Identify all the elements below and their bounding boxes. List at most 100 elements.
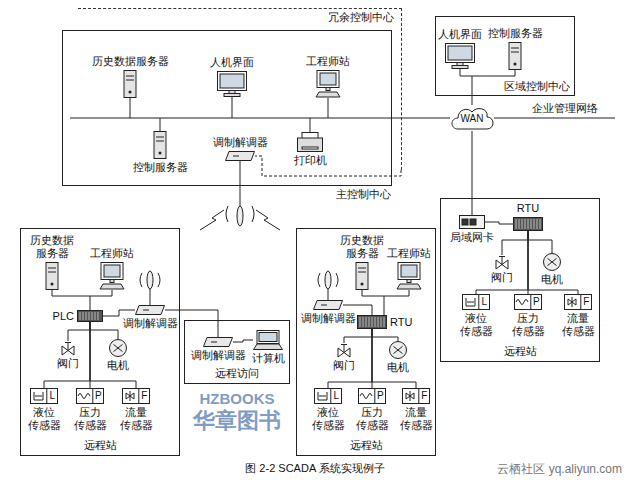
device-label: 电机 xyxy=(387,361,409,374)
connector xyxy=(392,118,450,119)
icon-part xyxy=(302,147,318,149)
icon-part xyxy=(298,138,323,152)
server-node: 历史数据 服务器 xyxy=(353,262,371,290)
icon-part xyxy=(110,340,127,357)
watermark: 云栖社区 yq.aliyun.com xyxy=(497,462,622,476)
device-label: 压力 传感器 xyxy=(510,312,545,338)
icon-part xyxy=(129,91,132,94)
icon-part xyxy=(361,283,364,286)
device-label: 调制解调器 xyxy=(123,317,178,330)
icon-part xyxy=(124,71,136,98)
connector xyxy=(328,329,372,388)
sensor-letter: F xyxy=(421,390,427,402)
icon-part xyxy=(110,280,114,283)
icon-part xyxy=(317,71,339,88)
icon-part xyxy=(390,342,407,359)
watermark: 华章图书 xyxy=(193,408,281,434)
icon-part xyxy=(257,331,279,344)
device-label: 阀门 xyxy=(57,357,79,370)
icon-part xyxy=(114,344,123,351)
icon-part xyxy=(446,44,475,63)
device-label: 流量 传感器 xyxy=(398,406,433,432)
region-box: 区域控制中心人机界面控制服务器 xyxy=(435,16,575,96)
icon-part xyxy=(565,295,592,310)
device-label: 电机 xyxy=(107,359,129,372)
icon-part xyxy=(65,343,71,351)
icon-part xyxy=(143,310,149,311)
device-label: 调制解调器 xyxy=(301,312,356,325)
icon-part xyxy=(254,344,283,350)
icon-part xyxy=(51,283,54,286)
icon-part xyxy=(418,389,419,403)
modem-icon xyxy=(135,305,165,315)
icon-part xyxy=(46,263,58,290)
sF-node: F流量 传感器 xyxy=(402,388,430,404)
icon-part xyxy=(123,389,150,404)
modem-icon xyxy=(313,300,343,310)
icon-part xyxy=(34,392,43,400)
motor-icon xyxy=(389,341,407,359)
motor-node: 电机 xyxy=(389,341,407,359)
sensor-letter: F xyxy=(141,390,147,402)
sensor-letter: P xyxy=(377,390,384,402)
motor-node: 电机 xyxy=(543,253,561,271)
icon-part xyxy=(516,300,528,305)
modem-node: 调制解调器 xyxy=(135,305,165,315)
device-label: 控制服务器 xyxy=(133,161,188,174)
icon-part xyxy=(318,392,327,400)
icon-part xyxy=(78,311,103,322)
ws-node: 工程师站 xyxy=(315,70,341,98)
device-label: 历史数据服务器 xyxy=(92,55,169,68)
device-label: 历史数据 服务器 xyxy=(28,234,75,260)
device-label: 计算机 xyxy=(252,352,285,365)
ws-icon xyxy=(315,70,341,98)
server-node: 历史数据 服务器 xyxy=(43,262,61,290)
motor-node: 电机 xyxy=(109,339,127,357)
icon-part xyxy=(568,297,576,307)
device-label: 液位 传感器 xyxy=(458,312,493,338)
icon-part xyxy=(78,394,90,399)
icon-part xyxy=(374,389,375,403)
icon-part xyxy=(326,88,330,91)
sP-node: P压力 传感器 xyxy=(76,388,104,404)
rtu-icon xyxy=(513,217,543,231)
redundant-link xyxy=(255,156,401,176)
modem-icon xyxy=(203,337,233,347)
sensor-letter: L xyxy=(334,390,340,402)
device-label: 流量 传感器 xyxy=(560,312,595,338)
icon-part xyxy=(466,298,475,306)
connector xyxy=(472,131,473,215)
icon-part xyxy=(154,132,166,159)
server-icon xyxy=(506,42,524,70)
region-label: 远程站 xyxy=(504,345,537,358)
connector xyxy=(44,322,90,388)
icon-part xyxy=(138,389,139,403)
ws-node: 工程师站 xyxy=(99,262,125,290)
server-icon xyxy=(43,262,61,290)
sensor-letter: F xyxy=(583,296,589,308)
icon-part xyxy=(341,345,347,353)
monitor-icon xyxy=(445,43,475,69)
icon-part xyxy=(46,389,47,403)
icon-part xyxy=(321,305,327,306)
icon-part xyxy=(460,216,485,229)
network-label: 企业管理网络 xyxy=(532,102,598,115)
device-label: 压力 传感器 xyxy=(72,406,107,432)
icon-part xyxy=(359,389,386,404)
connector xyxy=(103,310,135,316)
device-label: 液位 传感器 xyxy=(26,406,61,432)
middle-station-bus xyxy=(362,290,409,315)
monitor-node: 人机界面 xyxy=(217,71,247,97)
icon-part xyxy=(515,295,542,310)
icon-part xyxy=(126,391,134,401)
region-label: 冗余控制中心 xyxy=(328,11,394,24)
device-label: 工程师站 xyxy=(387,247,431,260)
region-box: 远程访问调制解调器计算机 xyxy=(184,320,290,384)
icon-part xyxy=(259,333,277,342)
server-icon xyxy=(151,131,169,159)
icon-part xyxy=(226,152,255,161)
device-label: 压力 传感器 xyxy=(354,406,389,432)
connector xyxy=(502,231,528,255)
connector xyxy=(485,222,513,224)
